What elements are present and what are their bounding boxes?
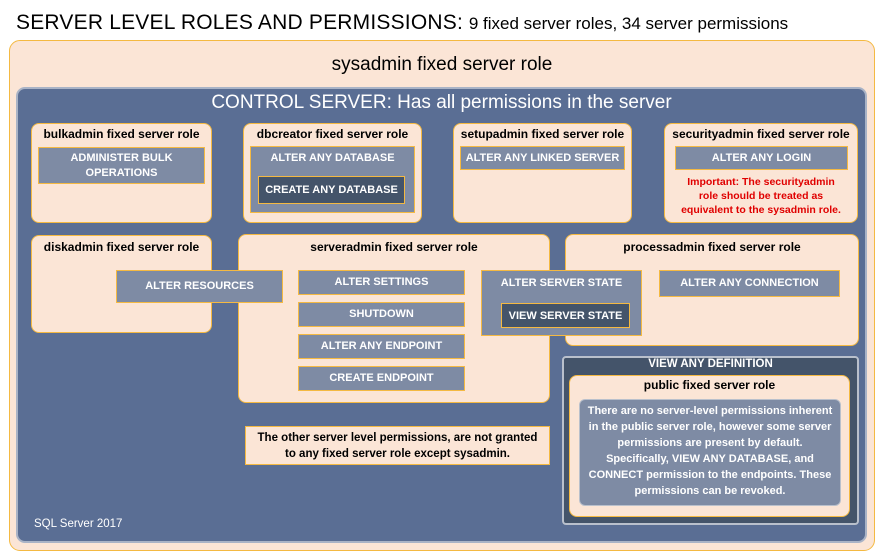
perm-alter-any-login: ALTER ANY LOGIN <box>675 146 848 170</box>
diagram-title: SERVER LEVEL ROLES AND PERMISSIONS: 9 fi… <box>16 10 788 37</box>
setupadmin-role-box <box>453 123 632 223</box>
perm-alter-any-connection: ALTER ANY CONNECTION <box>659 270 840 297</box>
processadmin-role-title: processadmin fixed server role <box>623 240 801 254</box>
control-server-label: CONTROL SERVER: Has all permissions in t… <box>211 92 672 113</box>
securityadmin-role-title: securityadmin fixed server role <box>672 127 850 141</box>
setupadmin-role-title: setupadmin fixed server role <box>460 127 625 141</box>
view-any-definition-label: VIEW ANY DEFINITION <box>648 358 773 370</box>
sysadmin-role-label: sysadmin fixed server role <box>331 54 553 75</box>
bulkadmin-role-title: bulkadmin fixed server role <box>43 127 200 141</box>
dbcreator-role-title: dbcreator fixed server role <box>256 127 409 141</box>
perm-view-server-state: VIEW SERVER STATE <box>501 303 630 328</box>
perm-alter-resources: ALTER RESOURCES <box>116 270 283 303</box>
perm-alter-any-endpoint: ALTER ANY ENDPOINT <box>298 334 465 359</box>
other-permissions-note: The other server level permissions, are … <box>245 426 550 465</box>
securityadmin-role-box <box>664 123 858 223</box>
perm-alter-any-linked-server: ALTER ANY LINKED SERVER <box>460 146 625 170</box>
perm-create-any-database: CREATE ANY DATABASE <box>258 176 405 204</box>
perm-shutdown: SHUTDOWN <box>298 302 465 327</box>
diagram-title-main: SERVER LEVEL ROLES AND PERMISSIONS: <box>16 11 463 34</box>
serveradmin-role-title: serveradmin fixed server role <box>310 240 478 254</box>
securityadmin-important-note: Important: The securityadmin role should… <box>681 176 841 216</box>
sql-server-version-label: SQL Server 2017 <box>34 518 123 530</box>
perm-create-endpoint: CREATE ENDPOINT <box>298 366 465 391</box>
perm-alter-settings: ALTER SETTINGS <box>298 270 465 295</box>
diagram-title-sub: 9 fixed server roles, 34 server permissi… <box>468 14 789 33</box>
public-role-description: There are no server-level permissions in… <box>579 399 841 506</box>
public-role-title: public fixed server role <box>643 378 776 392</box>
diskadmin-role-title: diskadmin fixed server role <box>43 240 200 254</box>
perm-administer-bulk-operations: ADMINISTER BULK OPERATIONS <box>38 147 205 184</box>
